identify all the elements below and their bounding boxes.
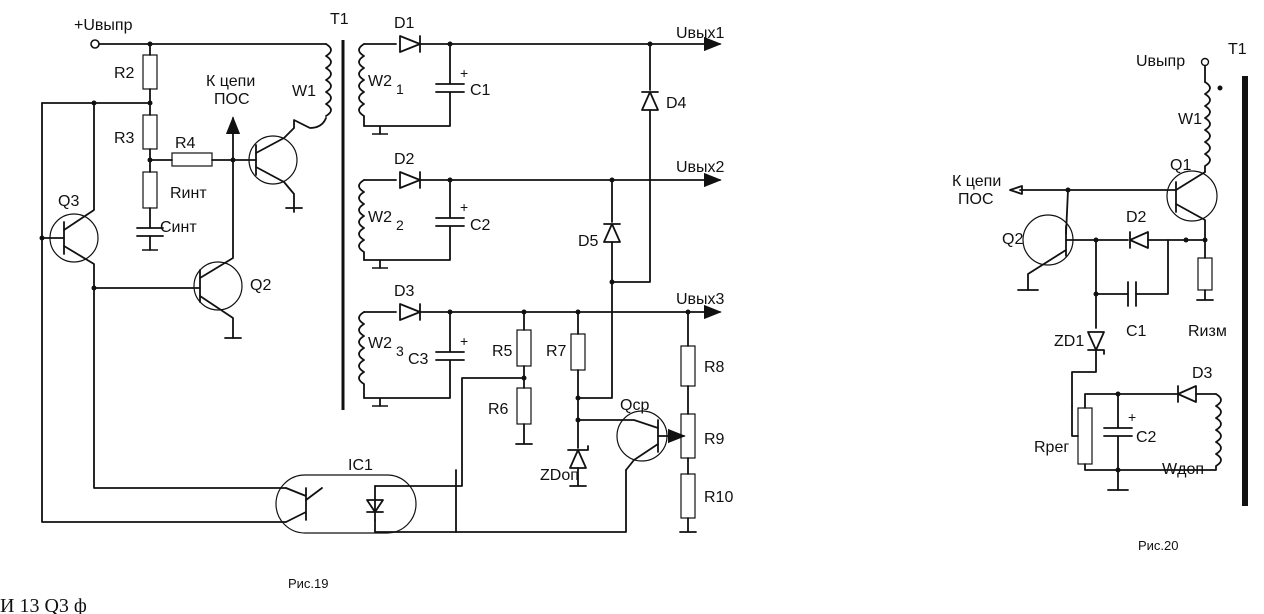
label-rint: Rинт	[170, 185, 207, 202]
resistor-r5	[516, 329, 532, 367]
label-rreg: Rрег	[1034, 439, 1069, 456]
label-r9: R9	[704, 431, 725, 448]
label-w1: W1	[292, 83, 316, 100]
diode-d4	[641, 91, 659, 111]
label-r3: R3	[114, 130, 135, 147]
label-w2-3-sub: 3	[396, 343, 404, 359]
svg-text:+: +	[460, 65, 468, 81]
resistor-r6	[516, 387, 532, 425]
label-cint: Cинт	[160, 219, 197, 236]
label-c1: C1	[470, 82, 491, 99]
label-pos-line2: ПОС	[214, 91, 250, 108]
label-qcp: Qср	[620, 397, 649, 414]
label-r10: R10	[704, 489, 733, 506]
winding-w2-1	[358, 43, 365, 127]
supply-terminal	[90, 39, 100, 49]
resistor-r7	[570, 333, 586, 371]
transistor-q2	[193, 261, 243, 311]
resistor-r4	[171, 152, 213, 167]
label-wdop: Wдоп	[1162, 461, 1204, 478]
winding-w2-3	[358, 311, 365, 399]
label-zd1: ZD1	[1054, 333, 1084, 350]
label-r8: R8	[704, 359, 725, 376]
label-d4: D4	[666, 95, 687, 112]
body-text-line: И 13 Q3 ф	[0, 595, 87, 614]
label-ic1: IC1	[348, 457, 373, 474]
label-w2-2: W2	[368, 209, 392, 226]
resistor-r10	[680, 473, 696, 519]
label-t1-20: T1	[1228, 41, 1247, 58]
label-out1: Uвых1	[676, 25, 725, 42]
label-q2-20: Q2	[1002, 231, 1023, 248]
label-d5: D5	[578, 233, 599, 250]
label-pos-20-line2: ПОС	[958, 191, 994, 208]
label-w2-3: W2	[368, 335, 392, 352]
label-t1: T1	[330, 11, 349, 28]
label-rizm: Rизм	[1188, 323, 1227, 340]
figure-19: +Uвыпр R2 R3 R4 Rинт Cинт К цепи ПОС	[39, 11, 733, 591]
optocoupler-ic1	[275, 474, 417, 534]
label-q1: Q1	[1170, 157, 1191, 174]
label-c3: C3	[408, 351, 429, 368]
label-out2: Uвых2	[676, 159, 725, 176]
diode-d3	[399, 303, 421, 321]
zener-zdop	[567, 445, 589, 469]
label-c1-20: C1	[1126, 323, 1147, 340]
label-d3-20: D3	[1192, 365, 1213, 382]
label-out3: Uвых3	[676, 291, 725, 308]
label-d2-20: D2	[1126, 209, 1147, 226]
resistor-rizm	[1197, 257, 1213, 291]
diode-d2	[399, 171, 421, 189]
winding-wdop	[1117, 393, 1222, 471]
svg-text:+: +	[1128, 409, 1136, 425]
label-r2: R2	[114, 65, 135, 82]
zener-zd1	[1087, 331, 1105, 355]
label-supply: +Uвыпр	[74, 17, 133, 34]
capacitor-c2-20	[1103, 393, 1133, 491]
label-r6: R6	[488, 401, 509, 418]
resistor-r8	[680, 345, 696, 387]
diode-d2-20	[1129, 231, 1149, 249]
svg-text:+: +	[460, 333, 468, 349]
label-q3: Q3	[58, 193, 79, 210]
diode-d1	[399, 35, 421, 53]
label-r7: R7	[546, 343, 567, 360]
label-c2: C2	[470, 217, 491, 234]
label-q2: Q2	[250, 277, 271, 294]
transistor-q1	[1166, 170, 1218, 222]
label-zdop: ZDоп	[540, 467, 579, 484]
diode-d5	[603, 223, 621, 243]
transistor-switch	[248, 135, 298, 185]
resistor-r2	[142, 54, 158, 90]
label-supply-20: Uвыпр	[1136, 53, 1185, 70]
label-w2-2-sub: 2	[396, 217, 404, 233]
resistor-rreg	[1077, 407, 1093, 465]
capacitor-c1-20	[1127, 281, 1137, 307]
winding-w1	[325, 43, 332, 117]
winding-w2-2	[358, 179, 365, 261]
diode-d3-20	[1177, 385, 1197, 403]
label-pos-line1: К цепи	[206, 73, 255, 90]
label-w1-20: W1	[1178, 111, 1202, 128]
label-w2-1-sub: 1	[396, 81, 404, 97]
label-c2-20: C2	[1136, 429, 1157, 446]
resistor-rint	[142, 171, 158, 209]
label-r4: R4	[175, 135, 196, 152]
label-d1: D1	[394, 15, 415, 32]
figure-20: Uвыпр T1 W1 Q1 К цепи ПОС Q2 D2	[952, 41, 1248, 553]
label-d2: D2	[394, 151, 415, 168]
label-r5: R5	[492, 343, 513, 360]
resistor-r3	[142, 114, 158, 150]
caption-fig19: Рис.19	[288, 576, 329, 591]
winding-w1-20	[1204, 81, 1211, 173]
label-pos-20-line1: К цепи	[952, 173, 1001, 190]
svg-text:+: +	[460, 199, 468, 215]
label-d3: D3	[394, 283, 415, 300]
caption-fig20: Рис.20	[1138, 538, 1179, 553]
label-w2-1: W2	[368, 73, 392, 90]
